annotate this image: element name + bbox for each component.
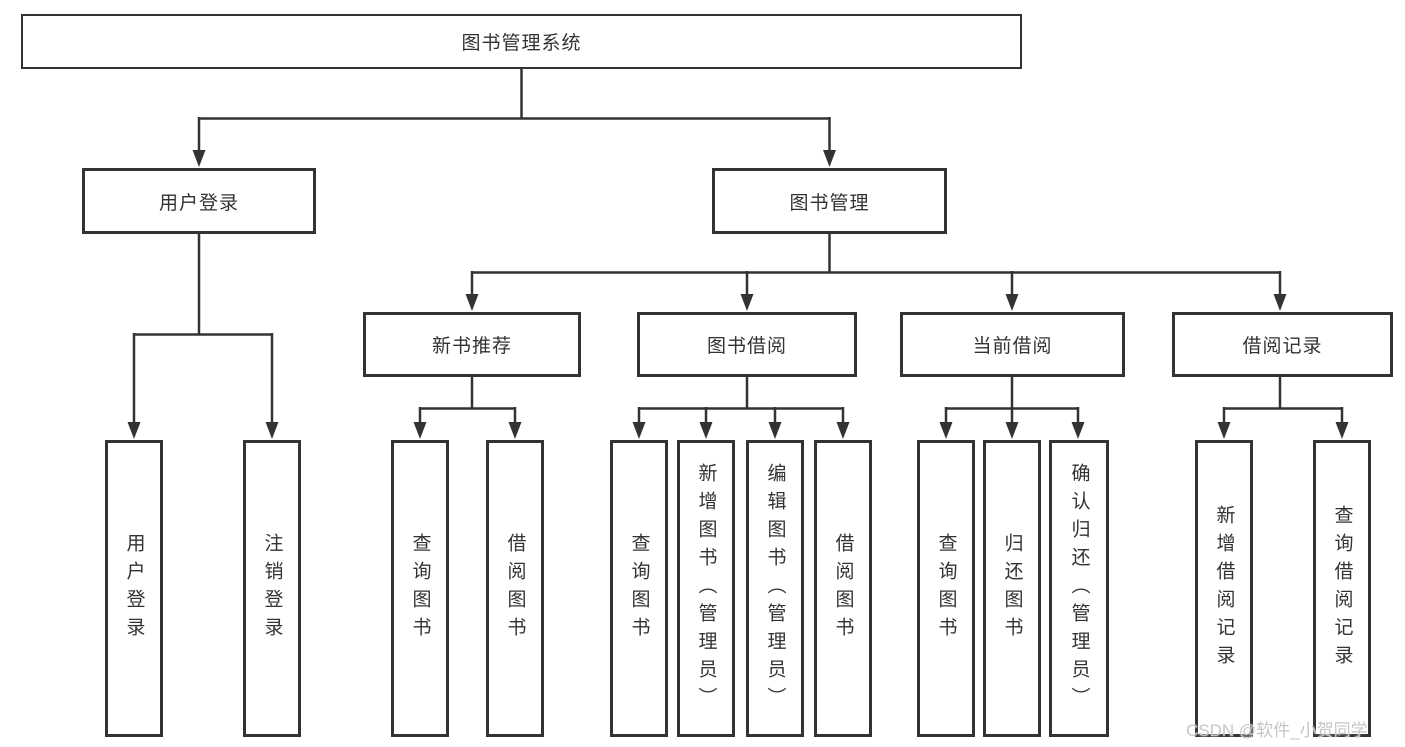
leaf-query-books-recommend: 查询图书 — [391, 440, 449, 737]
node-label: 确认归还（管理员） — [1068, 462, 1090, 715]
leaf-logout: 注销登录 — [243, 440, 301, 737]
node-label: 借阅图书 — [832, 532, 854, 645]
leaf-borrow-books: 借阅图书 — [814, 440, 872, 737]
leaf-borrow-books-recommend: 借阅图书 — [486, 440, 544, 737]
node-label: 查询图书 — [935, 532, 957, 645]
node-label: 查询图书 — [409, 532, 431, 645]
node-label: 新书推荐 — [431, 336, 512, 357]
leaf-return-book: 归还图书 — [983, 440, 1041, 737]
node-book-management: 图书管理 — [712, 168, 947, 234]
node-label: 注销登录 — [261, 532, 283, 645]
node-label: 归还图书 — [1001, 532, 1023, 645]
leaf-user-login: 用户登录 — [105, 440, 163, 737]
leaf-confirm-return-admin: 确认归还（管理员） — [1049, 440, 1109, 737]
leaf-add-borrow-record: 新增借阅记录 — [1195, 440, 1253, 737]
node-label: 查询图书 — [628, 532, 650, 645]
node-label: 新增图书（管理员） — [695, 462, 717, 715]
node-user-login: 用户登录 — [82, 168, 316, 234]
watermark-text: CSDN @软件_小贺同学 — [1186, 721, 1368, 740]
node-label: 用户登录 — [123, 532, 145, 645]
node-label: 图书管理 — [789, 192, 870, 214]
node-label: 新增借阅记录 — [1213, 504, 1235, 673]
node-current-borrow: 当前借阅 — [900, 312, 1125, 377]
node-label: 借阅图书 — [504, 532, 526, 645]
node-label: 用户登录 — [158, 192, 239, 214]
node-root: 图书管理系统 — [21, 14, 1022, 69]
node-label: 图书借阅 — [706, 336, 787, 357]
leaf-query-books-current: 查询图书 — [917, 440, 975, 737]
node-borrow-records: 借阅记录 — [1172, 312, 1393, 377]
node-label: 当前借阅 — [972, 336, 1053, 357]
leaf-query-books-borrow: 查询图书 — [610, 440, 668, 737]
node-new-book-recommend: 新书推荐 — [363, 312, 581, 377]
node-label: 图书管理系统 — [461, 33, 582, 54]
node-label: 借阅记录 — [1242, 336, 1323, 357]
leaf-add-book-admin: 新增图书（管理员） — [677, 440, 735, 737]
node-label: 编辑图书（管理员） — [764, 462, 786, 715]
leaf-edit-book-admin: 编辑图书（管理员） — [746, 440, 804, 737]
node-label: 查询借阅记录 — [1331, 504, 1353, 673]
arrowhead-icons — [127, 150, 1349, 439]
node-book-borrow: 图书借阅 — [637, 312, 857, 377]
leaf-query-borrow-record: 查询借阅记录 — [1313, 440, 1371, 737]
